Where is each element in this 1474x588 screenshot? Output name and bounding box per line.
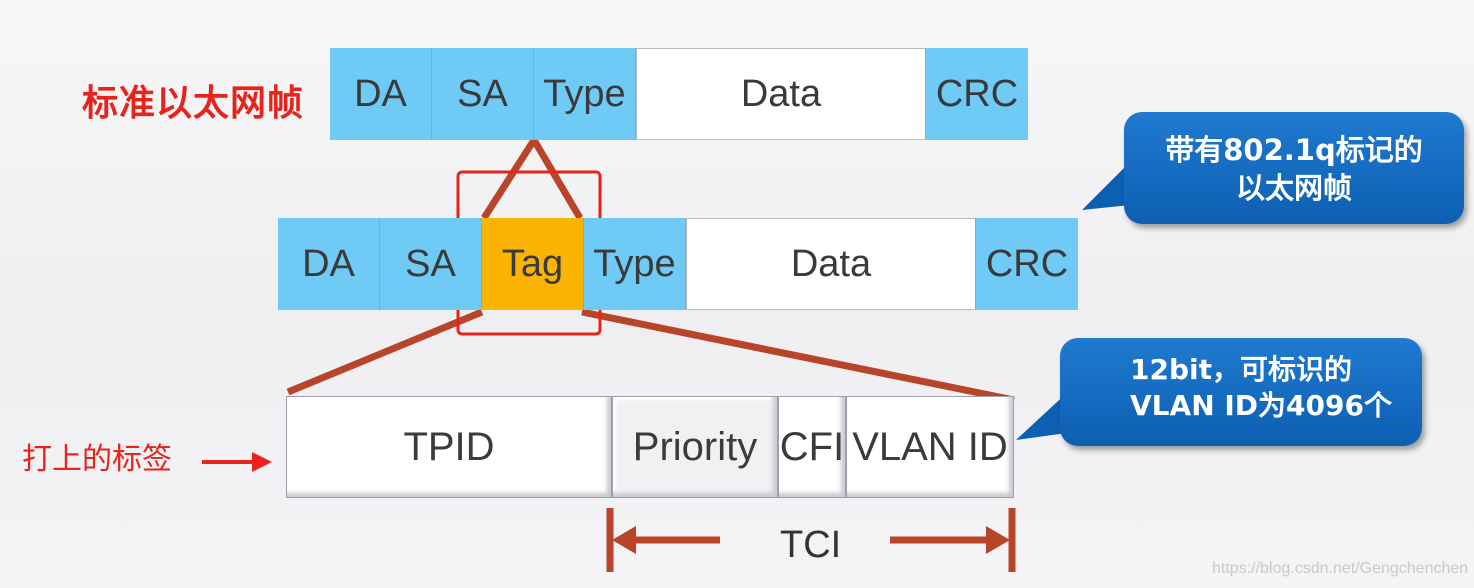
field-data: Data (686, 218, 976, 310)
standard-ethernet-frame: DA SA Type Data CRC (330, 48, 1028, 140)
tci-arrow-left-head (612, 526, 636, 554)
callout-vlan-id: 12bit，可标识的 VLAN ID为4096个 (1060, 338, 1422, 446)
tci-label: TCI (780, 524, 842, 566)
field-priority: Priority (612, 396, 778, 498)
tag-insertion-line-right (530, 138, 584, 220)
watermark: https://blog.csdn.net/Gengchenchen (1212, 560, 1469, 577)
tci-arrow-right-head (986, 526, 1010, 554)
field-sa: SA (380, 218, 482, 310)
field-sa: SA (432, 48, 534, 140)
tag-field-breakdown: TPID Priority CFI VLAN ID (286, 396, 1014, 498)
callout-line: 以太网帧 (1235, 170, 1352, 205)
field-crc: CRC (926, 48, 1028, 140)
tag-label: 打上的标签 (22, 442, 172, 477)
callout-line: 12bit，可标识的 (1130, 353, 1352, 386)
field-vlan-id: VLAN ID (846, 396, 1014, 498)
tag-insertion-line-left (481, 138, 537, 220)
field-da: DA (278, 218, 380, 310)
standard-frame-label: 标准以太网帧 (82, 83, 305, 124)
tag-label-arrow-head (252, 452, 272, 472)
callout-line: 带有802.1q标记的 (1165, 133, 1423, 167)
field-da: DA (330, 48, 432, 140)
callout-line: VLAN ID为4096个 (1130, 389, 1392, 423)
field-tpid: TPID (286, 396, 612, 498)
callout-tail-vlan-id (1016, 390, 1074, 440)
field-tag: Tag (482, 218, 584, 310)
field-type: Type (534, 48, 636, 140)
field-cfi: CFI (778, 396, 846, 498)
callout-tagged-frame: 带有802.1q标记的 以太网帧 (1124, 112, 1464, 224)
tagged-ethernet-frame: DA SA Tag Type Data CRC (278, 218, 1078, 310)
field-type: Type (584, 218, 686, 310)
tag-expand-line-left (286, 308, 484, 396)
tag-expand-line-right (581, 308, 1015, 404)
field-data: Data (636, 48, 926, 140)
field-crc: CRC (976, 218, 1078, 310)
